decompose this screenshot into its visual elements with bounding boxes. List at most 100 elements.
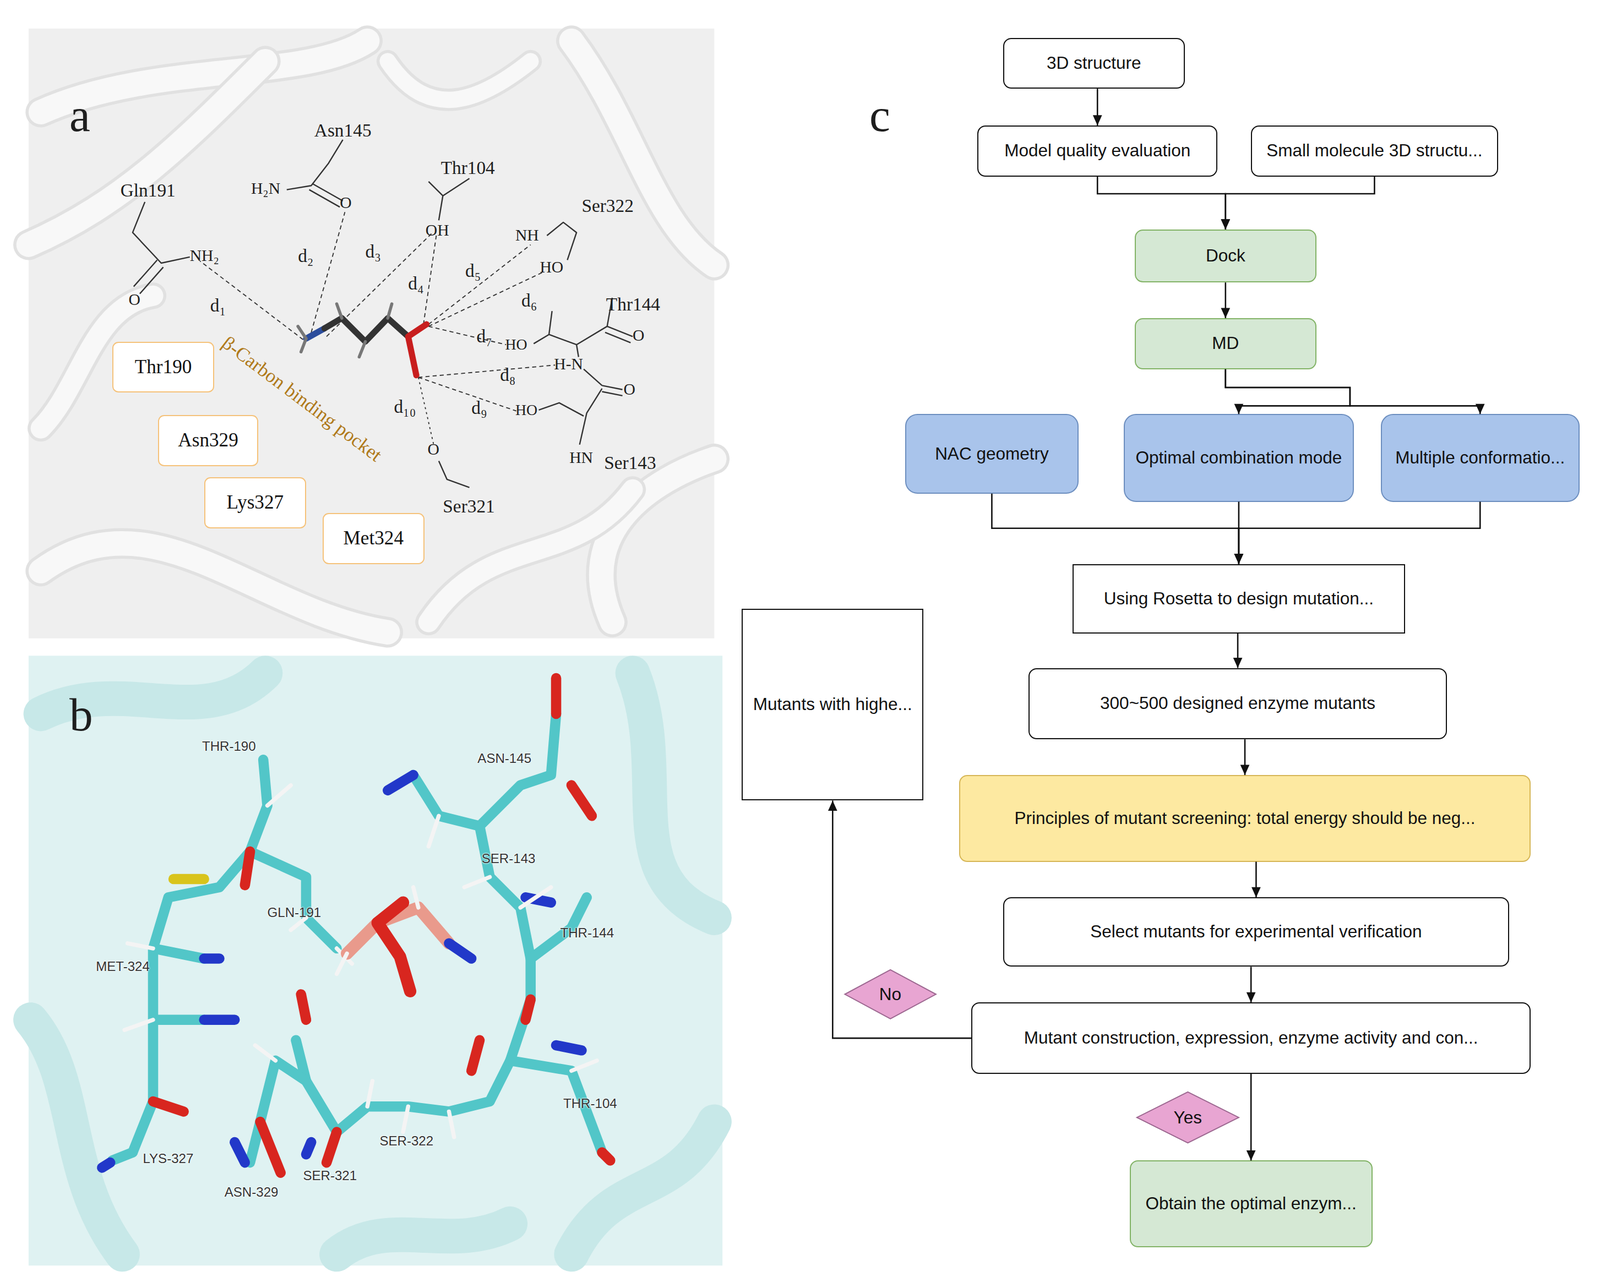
flow-connector (1234, 502, 1244, 565)
node-text: Using Rosetta to design mutation... (1103, 588, 1374, 610)
connector-line (1238, 502, 1480, 565)
residue-tag: GLN-191 (267, 905, 322, 921)
node-text: MD (1211, 333, 1239, 355)
arrow-head (1240, 765, 1250, 776)
flow-connector (1246, 966, 1256, 1003)
residue-tag: SER-321 (302, 1168, 357, 1184)
drawing-stroke (336, 1223, 511, 1255)
chem-label: H₂N (251, 179, 281, 198)
drawing-stroke (132, 851, 250, 1153)
drawing-stroke (418, 377, 434, 445)
chem-label: O (339, 193, 352, 212)
drawing-stroke (28, 61, 266, 245)
flow-connector (1225, 369, 1351, 415)
drawing-stroke (377, 902, 411, 992)
drawing-stroke (249, 1060, 307, 1163)
drawing-stroke (101, 1162, 111, 1168)
flow-connector (1240, 739, 1250, 776)
arrow-head (828, 800, 838, 812)
flow-connector (1225, 369, 1485, 415)
analysis-box: Multiple conformatio... (1380, 414, 1580, 502)
node-text: Yes (1173, 1107, 1202, 1129)
drawing-group (112, 714, 603, 1163)
drawing-stroke (28, 61, 266, 245)
diamond-shape (1136, 1092, 1239, 1144)
process-box: Obtain the optimal enzym... (1129, 1160, 1373, 1248)
residue-tag: ASN-329 (224, 1185, 279, 1201)
drawing-stroke (199, 260, 303, 340)
connector-line (1238, 502, 1240, 565)
drawing-stroke (306, 1142, 312, 1155)
drawing-stroke (260, 1122, 281, 1174)
residue-tag: SER-143 (481, 851, 536, 867)
drawing-stroke (301, 994, 307, 1020)
drawing-stroke (295, 999, 531, 1133)
connector-line (991, 493, 1239, 565)
process-box: Mutants with highe... (741, 608, 924, 801)
drawing-stroke (297, 303, 393, 357)
arrow-head (1475, 404, 1485, 415)
node-text: Multiple conformatio... (1395, 447, 1565, 469)
drawing-stroke (153, 1101, 184, 1113)
residue-tag: LYS-327 (142, 1151, 194, 1167)
connector-line (1225, 369, 1480, 415)
drawing-stroke (571, 785, 592, 817)
connector-line (1250, 966, 1253, 1003)
residue-tag: ASN-145 (477, 751, 532, 767)
drawing-stroke (387, 775, 413, 791)
process-box: Dock (1134, 229, 1317, 283)
drawing-group (28, 40, 715, 633)
drawing-stroke (387, 61, 531, 100)
drawing-stroke (601, 459, 715, 623)
chem-label: HO (539, 258, 564, 277)
node-text: Mutants with highe... (753, 694, 913, 716)
residue-box: Met324 (322, 513, 425, 565)
chem-label: d₈ (499, 365, 516, 386)
chem-label: OH (425, 221, 450, 240)
flow-connector (1246, 1074, 1256, 1161)
drawing-stroke (428, 489, 633, 623)
process-box: Model quality evaluation (977, 125, 1218, 177)
drawing-stroke (309, 183, 344, 208)
drawing-stroke (556, 1045, 582, 1051)
node-text: Principles of mutant screening: total en… (1014, 808, 1476, 830)
drawing-stroke (387, 61, 531, 100)
drawing-group (101, 775, 582, 1168)
node-text: No (879, 984, 902, 1006)
drawing-stroke (413, 714, 557, 827)
arrow-head (1092, 115, 1103, 126)
flow-connector (1233, 633, 1243, 669)
chem-label: d₁ (210, 295, 226, 317)
chem-label: d₄ (407, 273, 424, 295)
chem-label: O (128, 290, 141, 309)
flow-connector (1234, 502, 1481, 565)
process-box: Mutant construction, expression, enzyme … (971, 1002, 1531, 1075)
residue-tag: SER-322 (379, 1134, 434, 1150)
chem-label: d₁₀ (393, 396, 416, 418)
drawing-stroke (601, 459, 715, 623)
node-text: Obtain the optimal enzym... (1145, 1193, 1357, 1215)
drawing-stroke (448, 943, 472, 960)
drawing-stroke (418, 365, 555, 378)
process-box: MD (1134, 318, 1317, 370)
ligand-sticks (336, 887, 472, 992)
drawing-stroke (133, 259, 164, 294)
drawing-stroke (153, 948, 205, 1021)
chem-label: Ser143 (603, 453, 656, 474)
chem-label: Thr104 (441, 158, 495, 179)
drawing-stroke (551, 678, 562, 715)
arrow-head (1220, 219, 1231, 230)
chem-label: HN (569, 448, 593, 467)
drawing-stroke (112, 1152, 133, 1162)
arrow-head (1234, 553, 1244, 565)
residue-tag: THR-190 (202, 739, 257, 755)
chem-label: HO (515, 401, 538, 419)
connector-line (1244, 739, 1246, 776)
arrow-head (1246, 1150, 1256, 1162)
chem-label: d₇ (476, 326, 492, 347)
chem-label: Gln191 (120, 180, 176, 201)
drawing-group (153, 678, 611, 1174)
residue-tag: THR-104 (563, 1096, 618, 1112)
node-text: Model quality evaluation (1004, 140, 1191, 162)
